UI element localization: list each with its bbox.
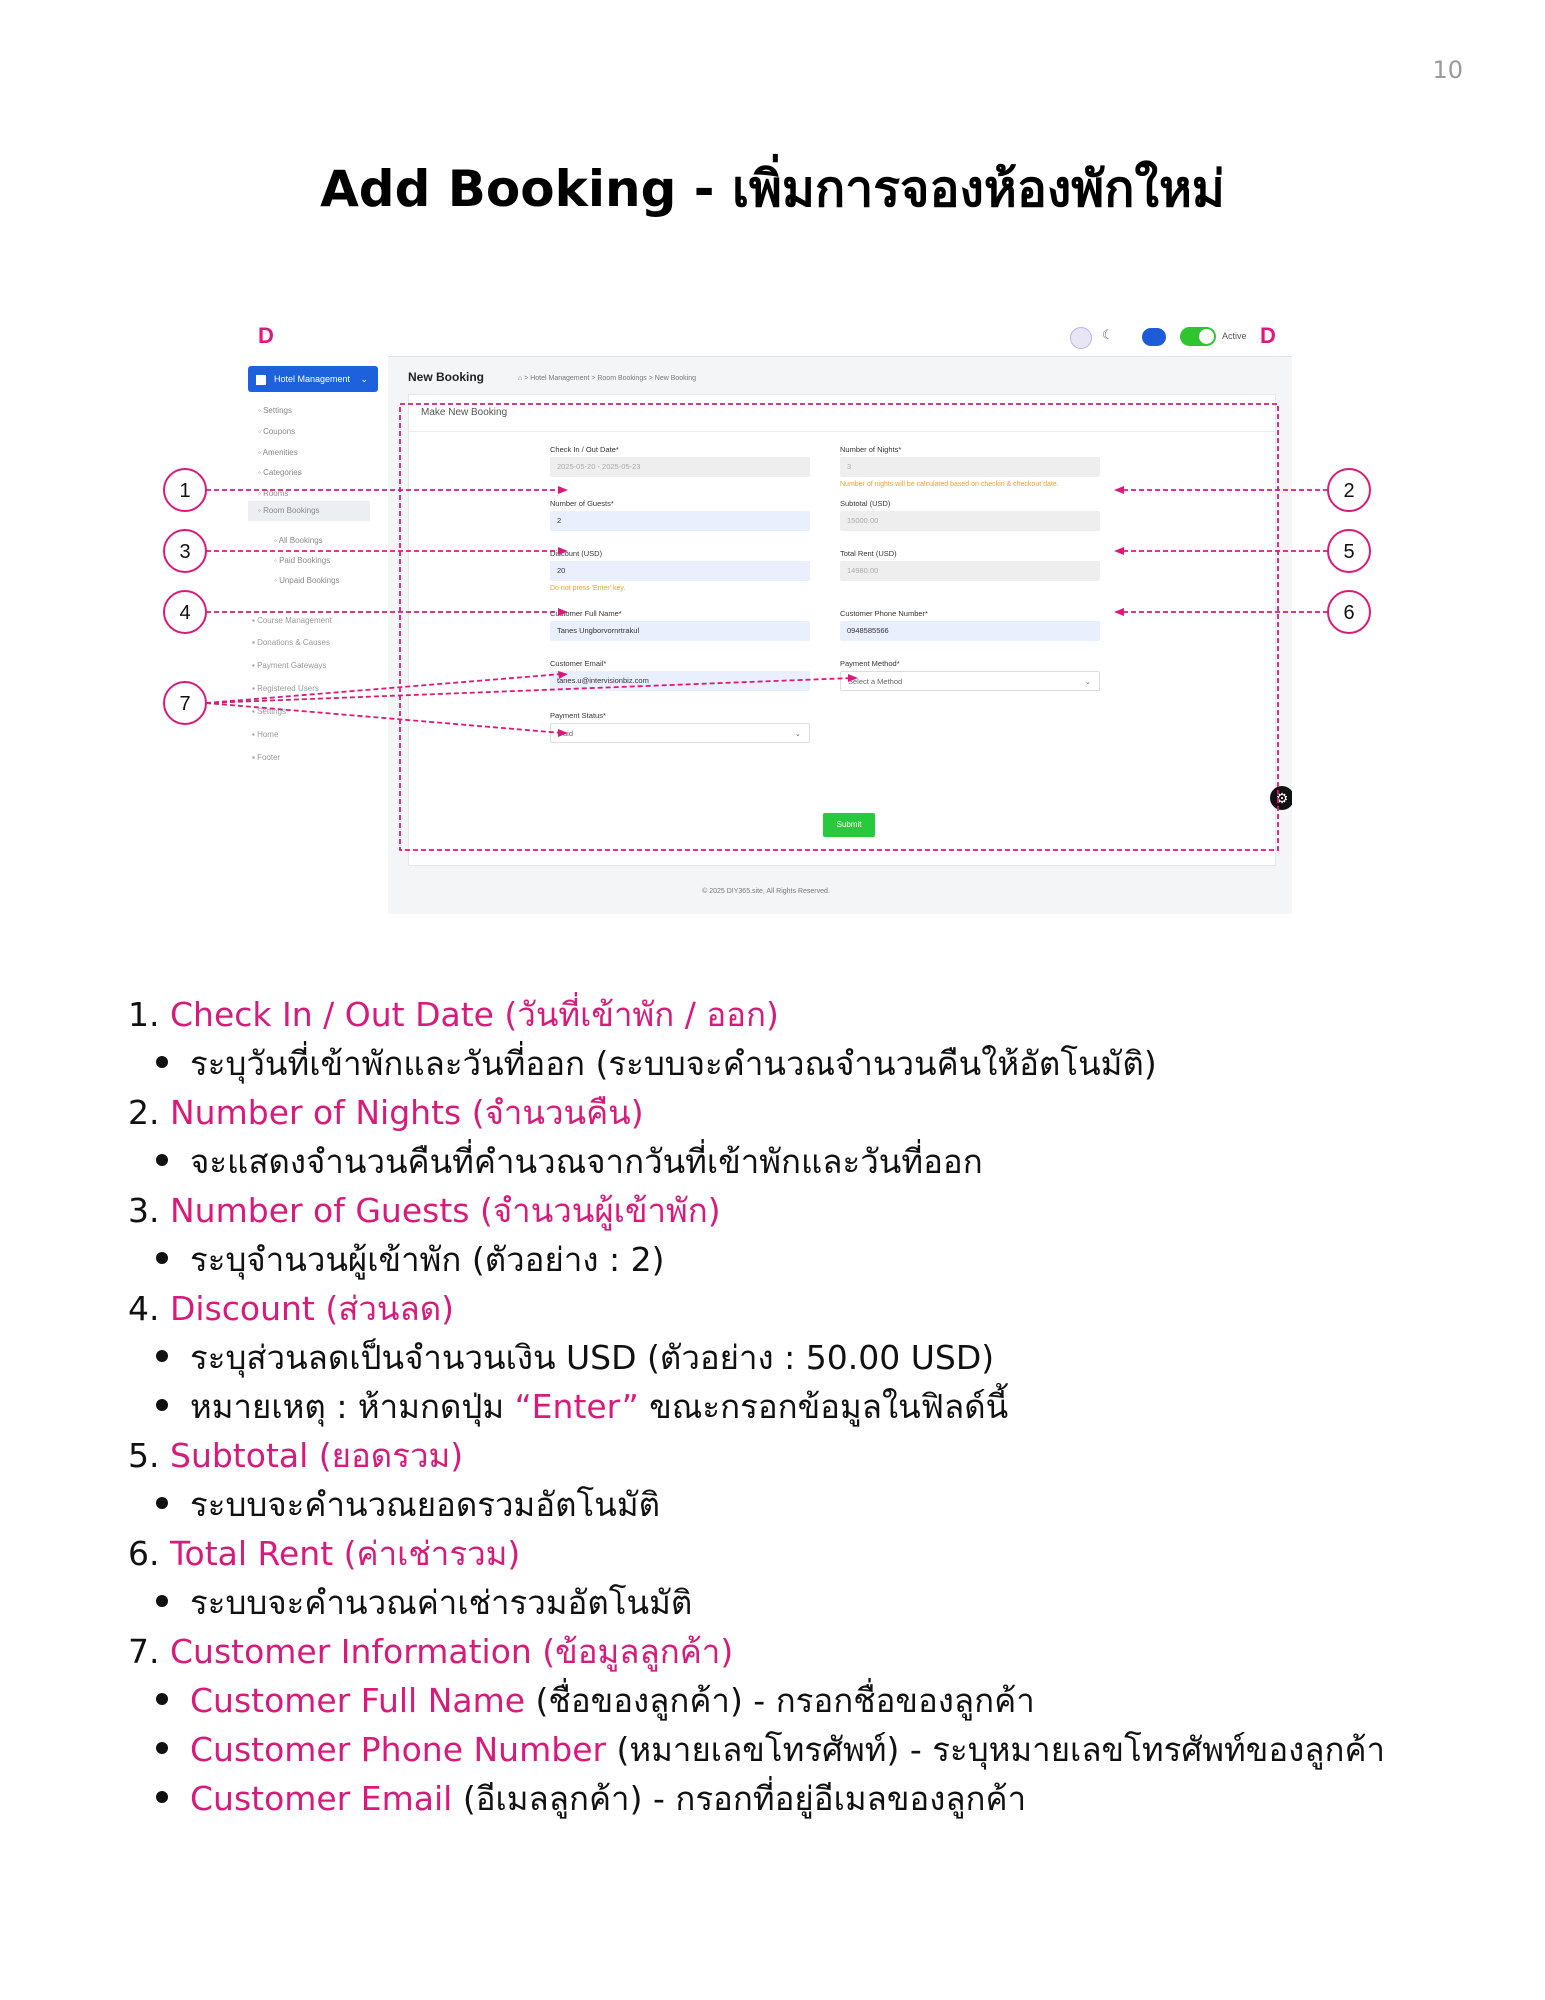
callout-3 <box>163 529 207 573</box>
svg-text:3: 3 <box>179 541 190 563</box>
svg-text:6: 6 <box>1343 602 1354 624</box>
booking-form-card: Make New Booking Check In / Out Date* 20… <box>408 394 1276 866</box>
sidebar-group-donations[interactable]: ▪ Donations & Causes <box>252 638 330 647</box>
payment-status-select[interactable]: Paid⌄ <box>550 723 810 743</box>
nights-label: Number of Nights* <box>840 445 902 454</box>
eye-icon[interactable] <box>1142 328 1166 346</box>
list-bullet: ระบุวันที่เข้าพักและวันที่ออก (ระบบจะคำน… <box>128 1039 1428 1088</box>
logo: D <box>258 323 274 348</box>
list-item-7: 7. Customer Information (ข้อมูลลูกค้า) <box>128 1632 734 1671</box>
top-bar: D ☾ Active D <box>240 318 1292 357</box>
theme-icon[interactable] <box>1070 327 1092 349</box>
svg-text:7: 7 <box>179 693 190 715</box>
total-input: 14980.00 <box>840 561 1100 581</box>
list-bullet: Customer Email (อีเมลลูกค้า) - กรอกที่อย… <box>128 1774 1428 1823</box>
svg-text:5: 5 <box>1343 541 1354 563</box>
subtotal-input: 15000.00 <box>840 511 1100 531</box>
phone-input[interactable]: 0948585566 <box>840 621 1100 641</box>
sidebar-group-footer[interactable]: ▪ Footer <box>252 753 281 762</box>
page-title: Add Booking - เพิ่มการจองห้องพักใหม่ <box>320 160 1225 218</box>
email-input[interactable]: tanes.u@intervisionbiz.com <box>550 671 810 691</box>
name-label: Customer Full Name* <box>550 609 622 618</box>
payment-status-label: Payment Status* <box>550 711 606 720</box>
chevron-down-icon: ⌄ <box>1084 677 1091 686</box>
booking-screenshot: D ☾ Active D Hotel Management ⌄ ◦ Settin… <box>240 318 1292 914</box>
sidebar-item-categories[interactable]: ◦ Categories <box>258 468 302 477</box>
callout-1 <box>163 468 207 512</box>
email-label: Customer Email* <box>550 659 607 668</box>
list-item-2: 2. Number of Nights (จำนวนคืน) <box>128 1093 644 1132</box>
checkin-input[interactable]: 2025-05-20 - 2025-05-23 <box>550 457 810 477</box>
callout-4 <box>163 590 207 634</box>
checkin-label: Check In / Out Date* <box>550 445 619 454</box>
logo-right: D <box>1260 323 1276 348</box>
sidebar-item-unpaid-bookings[interactable]: ◦ Unpaid Bookings <box>274 576 340 585</box>
sidebar-item-hotel-management[interactable]: Hotel Management ⌄ <box>248 366 378 392</box>
svg-text:4: 4 <box>179 602 190 624</box>
content-title: New Booking <box>408 370 485 384</box>
name-input[interactable]: Tanes Ungborvornrtrakul <box>550 621 810 641</box>
chevron-down-icon: ⌄ <box>794 729 801 738</box>
payment-method-label: Payment Method* <box>840 659 900 668</box>
sidebar-item-settings[interactable]: ◦ Settings <box>258 406 292 415</box>
list-item-3: 3. Number of Guests (จำนวนผู้เข้าพัก) <box>128 1191 721 1230</box>
list-item-6: 6. Total Rent (ค่าเช่ารวม) <box>128 1534 521 1573</box>
moon-icon[interactable]: ☾ <box>1102 327 1114 342</box>
sidebar-item-paid-bookings[interactable]: ◦ Paid Bookings <box>274 556 331 565</box>
svg-text:1: 1 <box>179 480 190 502</box>
list-bullet: Customer Phone Number (หมายเลขโทรศัพท์) … <box>128 1725 1428 1774</box>
footer-copyright: © 2025 DIY365.site, All Rights Reserved. <box>702 888 830 895</box>
callout-2 <box>1327 468 1371 512</box>
chevron-down-icon: ⌄ <box>360 374 368 384</box>
home-icon[interactable]: ⌂ <box>518 375 523 382</box>
callout-5 <box>1327 529 1371 573</box>
gear-icon[interactable]: ⚙ <box>1270 786 1292 810</box>
sidebar-group-payment[interactable]: ▪ Payment Gateways <box>252 661 327 670</box>
sidebar-group-settings[interactable]: ▪ Settings <box>252 707 286 716</box>
list-bullet: ระบบจะคำนวณยอดรวมอัตโนมัติ <box>128 1480 1428 1529</box>
total-label: Total Rent (USD) <box>840 549 897 558</box>
active-label: Active <box>1222 331 1247 341</box>
nights-note: Number of nights will be calculated base… <box>840 481 1059 488</box>
discount-input[interactable]: 20 <box>550 561 810 581</box>
list-item-5: 5. Subtotal (ยอดรวม) <box>128 1436 464 1475</box>
active-toggle[interactable] <box>1180 327 1216 346</box>
list-bullet: ระบุจำนวนผู้เข้าพัก (ตัวอย่าง : 2) <box>128 1235 1428 1284</box>
subtotal-label: Subtotal (USD) <box>840 499 891 508</box>
sidebar-group-home[interactable]: ▪ Home <box>252 730 279 739</box>
list-bullet: จะแสดงจำนวนคืนที่คำนวณจากวันที่เข้าพักแล… <box>128 1137 1428 1186</box>
sidebar-item-coupons[interactable]: ◦ Coupons <box>258 427 296 436</box>
list-item-4: 4. Discount (ส่วนลด) <box>128 1289 454 1328</box>
payment-method-select[interactable]: Select a Method⌄ <box>840 671 1100 691</box>
sidebar-item-amenities[interactable]: ◦ Amenities <box>258 448 298 457</box>
sidebar-item-rooms[interactable]: ◦ Rooms <box>258 489 289 498</box>
callout-6 <box>1327 590 1371 634</box>
page-number: 10 <box>1432 56 1463 84</box>
list-bullet: Customer Full Name (ชื่อของลูกค้า) - กรอ… <box>128 1676 1428 1725</box>
phone-label: Customer Phone Number* <box>840 609 928 618</box>
card-title: Make New Booking <box>421 407 508 418</box>
sidebar-group-course[interactable]: ▪ Course Management <box>252 616 332 625</box>
nights-input: 3 <box>840 457 1100 477</box>
sidebar-item-room-bookings[interactable]: ◦ Room Bookings <box>248 501 370 521</box>
explanation-list: 1. Check In / Out Date (วันที่เข้าพัก / … <box>128 990 1428 1823</box>
breadcrumb: ⌂ > Hotel Management > Room Bookings > N… <box>518 375 697 382</box>
callout-7 <box>163 681 207 725</box>
guests-input[interactable]: 2 <box>550 511 810 531</box>
sidebar-item-all-bookings[interactable]: ◦ All Bookings <box>274 536 323 545</box>
list-bullet: ระบบจะคำนวณค่าเช่ารวมอัตโนมัติ <box>128 1578 1428 1627</box>
sidebar-group-users[interactable]: ▪ Registered Users <box>252 684 319 693</box>
guests-label: Number of Guests* <box>550 499 614 508</box>
svg-text:2: 2 <box>1343 480 1354 502</box>
discount-label: Discount (USD) <box>550 549 603 558</box>
discount-note: Do not press 'Enter' key. <box>550 585 626 592</box>
list-bullet: หมายเหตุ : ห้ามกดปุ่ม “Enter” ขณะกรอกข้อ… <box>128 1382 1428 1431</box>
sidebar: Hotel Management ⌄ ◦ Settings ◦ Coupons … <box>240 356 388 914</box>
hotel-icon <box>256 374 266 385</box>
submit-button[interactable]: Submit <box>823 813 875 837</box>
list-bullet: ระบุส่วนลดเป็นจำนวนเงิน USD (ตัวอย่าง : … <box>128 1333 1428 1382</box>
list-item-1: 1. Check In / Out Date (วันที่เข้าพัก / … <box>128 995 779 1034</box>
